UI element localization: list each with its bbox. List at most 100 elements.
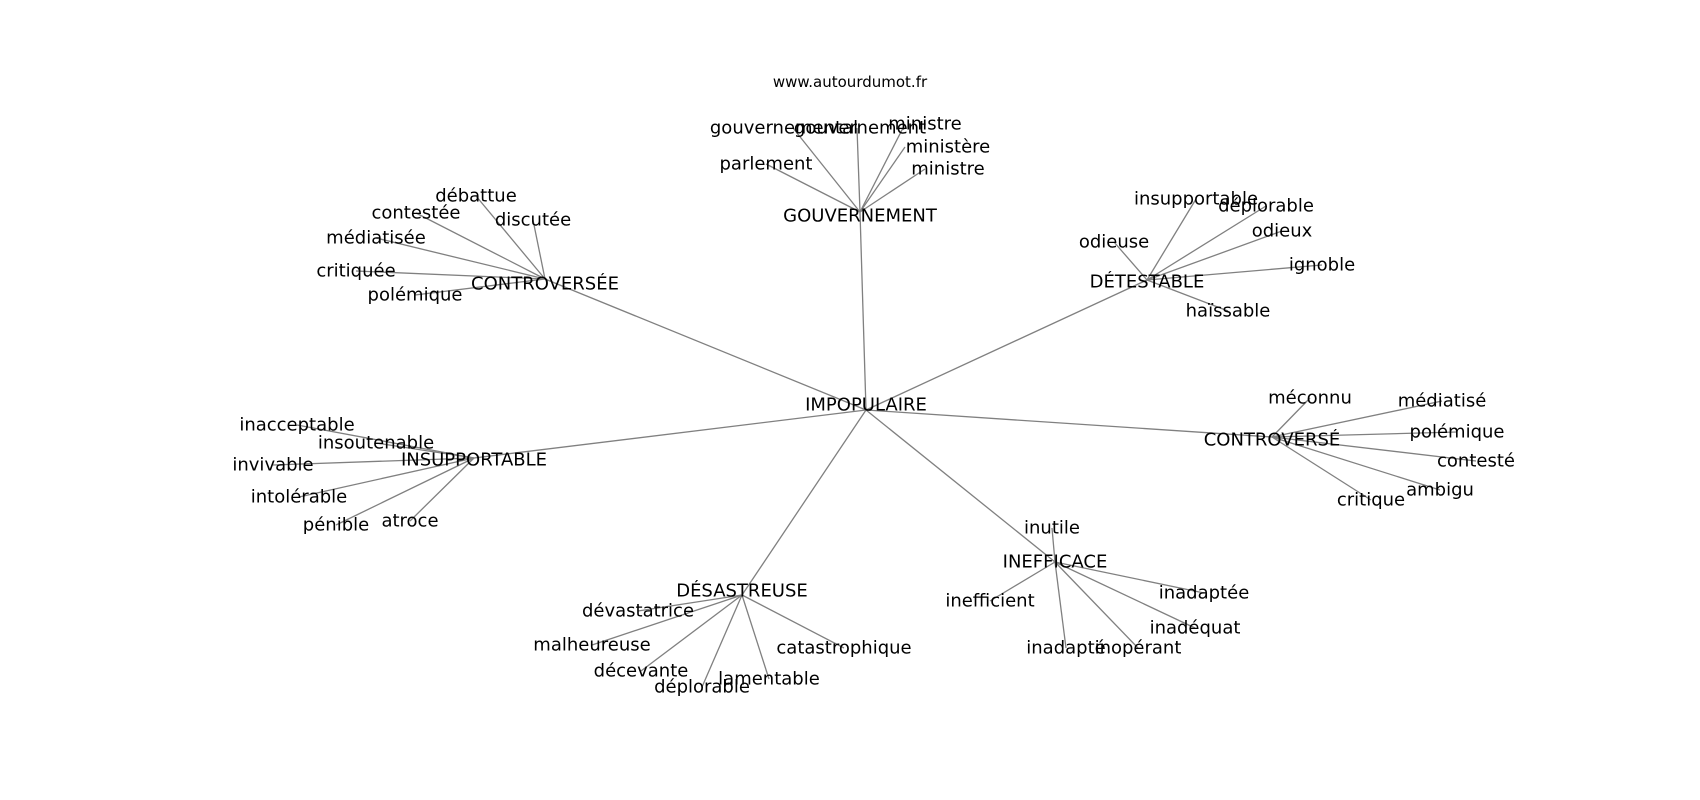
word-node-label: ministre — [888, 114, 961, 135]
edge-inefficace-1 — [989, 561, 1056, 602]
edge-controversee-5 — [414, 278, 546, 296]
edge-root-inefficace — [865, 409, 1056, 563]
edge-controverse-4 — [1271, 436, 1441, 491]
word-node-label: malheureuse — [533, 635, 650, 656]
word-node-label: pénible — [303, 515, 369, 536]
word-node-label: inopérant — [1095, 638, 1182, 659]
word-node-label: inadaptée — [1159, 583, 1250, 604]
word-node-label: médiatisée — [326, 228, 426, 249]
word-node-label: insoutenable — [318, 433, 434, 454]
edge-detestable-2 — [1113, 241, 1148, 281]
word-node-label: contesté — [1437, 451, 1515, 472]
word-node-label: ambigu — [1406, 480, 1474, 501]
edge-insupportable-0 — [296, 424, 475, 459]
edge-root-detestable — [865, 279, 1148, 411]
edge-desastreuse-3 — [701, 594, 743, 688]
word-node-label: odieuse — [1079, 232, 1149, 253]
edge-controversee-2 — [532, 219, 546, 280]
edge-detestable-0 — [1146, 198, 1197, 281]
edge-detestable-5 — [1146, 279, 1229, 312]
group-node-label-gouvernement: GOUVERNEMENT — [783, 206, 938, 227]
word-node-label: gouvernemental — [710, 118, 858, 139]
group-node-label-insupportable: INSUPPORTABLE — [401, 450, 547, 471]
edge-gouvernement-4 — [859, 168, 926, 213]
edge-gouvernement-2 — [859, 123, 906, 213]
edge-inefficace-0 — [1051, 527, 1056, 563]
edge-inefficace-3 — [1054, 561, 1196, 629]
edge-insupportable-3 — [298, 457, 475, 498]
word-node-label: invivable — [232, 455, 313, 476]
edge-inefficace-2 — [1054, 561, 1205, 594]
edge-detestable-1 — [1146, 205, 1267, 281]
edge-root-insupportable — [473, 409, 867, 459]
edge-desastreuse-5 — [741, 594, 845, 649]
word-node-label: débattue — [435, 186, 517, 207]
word-node-label: atroce — [381, 511, 438, 532]
edge-gouvernement-1 — [856, 127, 861, 213]
group-node-label-controversee: CONTROVERSÉE — [471, 273, 619, 295]
edge-detestable-4 — [1146, 264, 1323, 281]
word-node-label: parlement — [719, 154, 812, 175]
word-node-label: critiquée — [316, 261, 395, 282]
edge-gouvernement-3 — [859, 146, 906, 213]
word-node-label: intolérable — [251, 487, 348, 508]
group-node-label-detestable: DÉTESTABLE — [1090, 271, 1205, 293]
edge-controverse-0 — [1271, 397, 1311, 438]
word-node-label: déplorable — [654, 677, 750, 698]
word-node-label: haïssable — [1186, 301, 1271, 322]
edge-detestable-3 — [1146, 230, 1283, 281]
word-node-label: polémique — [1410, 422, 1505, 443]
edge-root-controversee — [544, 278, 867, 411]
group-node-label-inefficace: INEFFICACE — [1003, 552, 1108, 573]
edge-controversee-3 — [375, 237, 546, 280]
edge-controversee-0 — [475, 195, 546, 280]
word-node-label: discutée — [495, 210, 571, 231]
graph-labels: www.autourdumot.fr gouvernementalgouvern… — [232, 73, 1515, 698]
edge-controversee-1 — [415, 212, 546, 280]
edge-desastreuse-2 — [640, 594, 743, 672]
edge-desastreuse-1 — [591, 594, 743, 646]
graph-edges — [272, 123, 1477, 688]
edge-insupportable-2 — [272, 457, 475, 466]
group-node-label-controverse: CONTROVERSÉ — [1204, 429, 1341, 451]
edge-root-controverse — [865, 409, 1273, 438]
edge-controversee-4 — [355, 270, 546, 280]
word-node-label: contestée — [371, 203, 460, 224]
edge-gouvernement-5 — [765, 163, 861, 213]
edge-desastreuse-4 — [741, 594, 770, 680]
edge-insupportable-4 — [335, 457, 475, 526]
edge-controverse-5 — [1271, 436, 1372, 501]
edge-inefficace-5 — [1054, 561, 1139, 649]
word-node-label: ministère — [906, 137, 991, 158]
edge-desastreuse-0 — [637, 594, 743, 612]
edge-insupportable-1 — [375, 442, 475, 459]
word-node-label: polémique — [368, 285, 463, 306]
word-node-label: dévastatrice — [582, 601, 694, 622]
word-node-label: méconnu — [1268, 388, 1352, 409]
word-node-label: ministre — [911, 159, 984, 180]
word-node-label: gouvernement — [794, 118, 926, 139]
group-node-label-desastreuse: DÉSASTREUSE — [676, 580, 808, 602]
center-node-label: IMPOPULAIRE — [805, 395, 927, 416]
word-node-label: inadapté — [1026, 638, 1105, 659]
word-node-label: ignoble — [1289, 255, 1355, 276]
edge-insupportable-5 — [409, 457, 475, 522]
word-node-label: odieux — [1252, 221, 1313, 242]
word-node-label: inutile — [1024, 518, 1080, 539]
word-node-label: déplorable — [1218, 196, 1314, 217]
word-node-label: inadéquat — [1150, 618, 1241, 639]
word-node-label: insupportable — [1134, 189, 1258, 210]
word-node-label: catastrophique — [776, 638, 911, 659]
word-node-label: lamentable — [718, 669, 820, 690]
word-node-label: médiatisé — [1398, 391, 1487, 412]
word-node-label: décevante — [594, 661, 689, 682]
word-node-label: inacceptable — [239, 415, 354, 436]
edge-inefficace-4 — [1054, 561, 1067, 649]
edge-controverse-3 — [1271, 436, 1477, 462]
edge-controverse-2 — [1271, 431, 1458, 438]
word-node-label: inefficient — [945, 591, 1034, 612]
edge-controverse-1 — [1271, 400, 1443, 438]
edge-root-gouvernement — [859, 211, 867, 411]
edge-gouvernement-0 — [792, 127, 861, 213]
word-node-label: critique — [1337, 490, 1405, 511]
